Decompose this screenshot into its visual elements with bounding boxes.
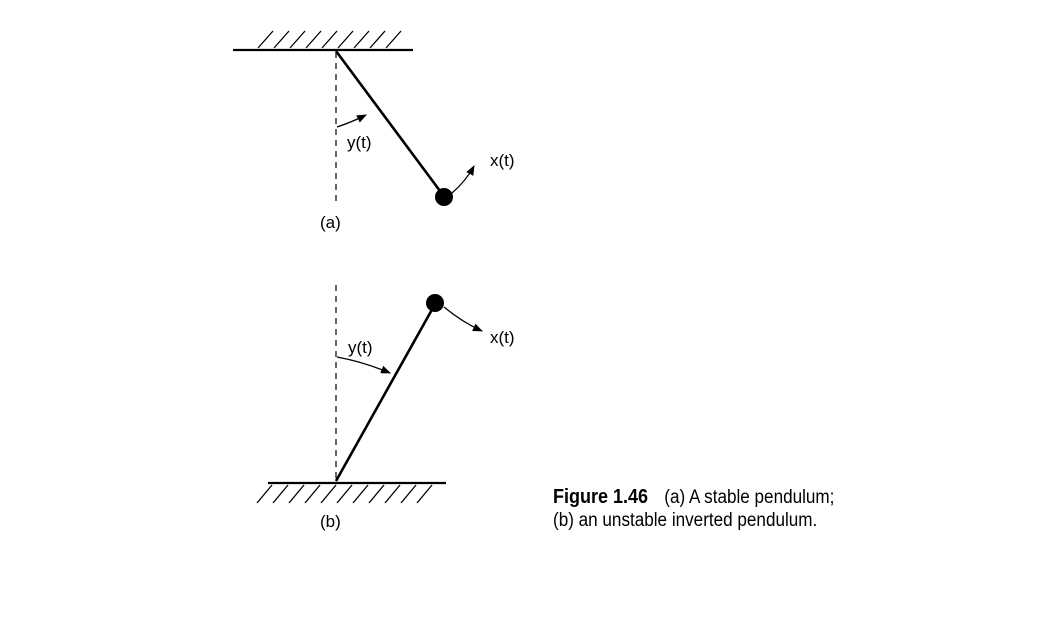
pendulum-bob xyxy=(435,188,453,206)
panel-a-stable-pendulum: y(t) x(t) (a) xyxy=(233,30,515,232)
position-arrow xyxy=(443,306,483,332)
ground-support xyxy=(256,481,446,504)
angle-arrow xyxy=(336,114,367,128)
caption-line-1: Figure 1.46 (a) A stable pendulum; xyxy=(553,486,985,509)
ceiling-hatching xyxy=(257,30,402,49)
figure-number: Figure 1.46 xyxy=(553,486,649,508)
position-label: x(t) xyxy=(490,328,515,347)
position-label: x(t) xyxy=(490,151,515,170)
ground-hatching xyxy=(256,484,433,504)
ceiling-support xyxy=(233,30,413,52)
angle-label: y(t) xyxy=(347,133,372,152)
pendulum-rod xyxy=(334,305,436,482)
panel-label: (b) xyxy=(320,512,341,531)
caption-line-2: (b) an unstable inverted pendulum. xyxy=(553,510,818,531)
position-arrow xyxy=(451,165,475,194)
angle-label: y(t) xyxy=(348,338,373,357)
angle-arrow xyxy=(336,356,391,374)
caption-text-1: (a) A stable pendulum; xyxy=(664,487,835,508)
figure-caption: Figure 1.46 (a) A stable pendulum; (b) an… xyxy=(553,486,985,532)
panel-b-inverted-pendulum: y(t) x(t) (b) xyxy=(256,285,515,531)
pendulum-rod xyxy=(334,50,445,196)
pendulum-bob xyxy=(426,294,444,312)
panel-label: (a) xyxy=(320,213,341,232)
